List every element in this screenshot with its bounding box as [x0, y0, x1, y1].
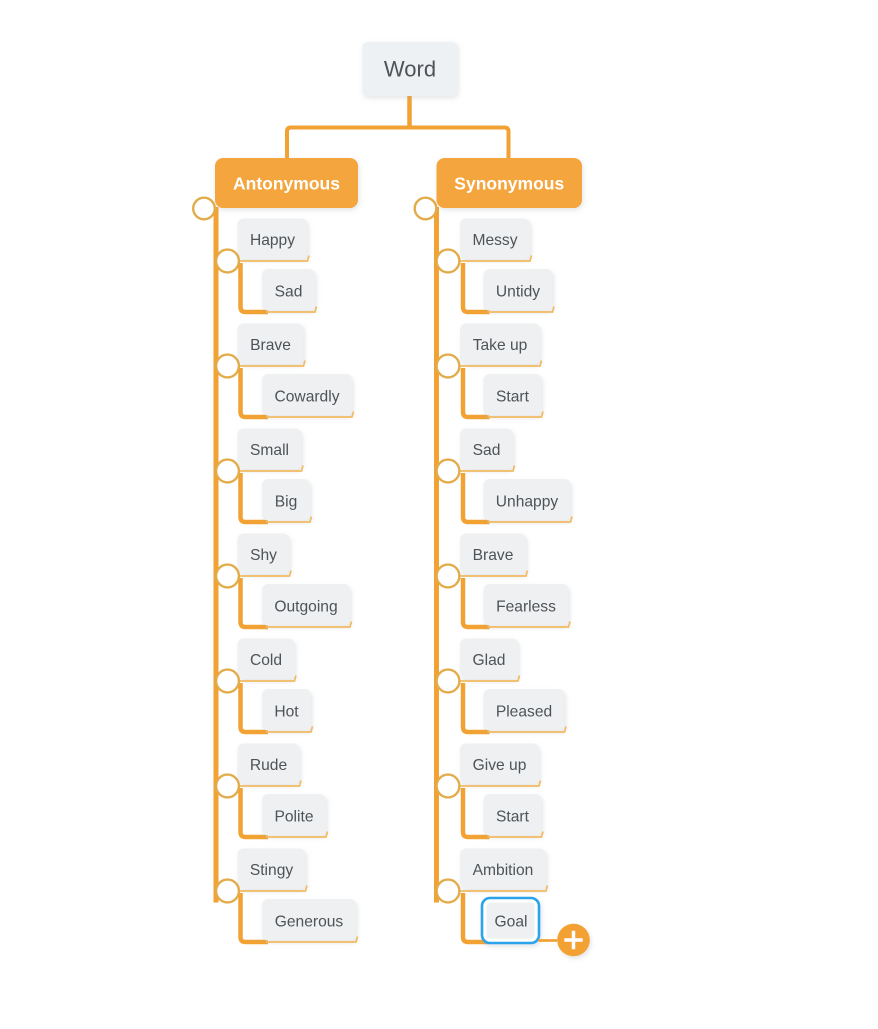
svg-text:Word: Word — [384, 57, 436, 82]
svg-text:Goal: Goal — [495, 913, 528, 930]
svg-text:Unhappy: Unhappy — [496, 493, 559, 510]
svg-text:Start: Start — [496, 808, 530, 825]
svg-text:Generous: Generous — [275, 913, 344, 930]
svg-text:Outgoing: Outgoing — [274, 598, 337, 615]
svg-text:Stingy: Stingy — [250, 862, 294, 879]
svg-text:Brave: Brave — [473, 547, 514, 564]
svg-text:Give up: Give up — [473, 757, 527, 774]
svg-text:Sad: Sad — [275, 283, 303, 300]
svg-text:Fearless: Fearless — [496, 598, 556, 615]
svg-text:Untidy: Untidy — [496, 283, 540, 300]
svg-text:Brave: Brave — [250, 337, 291, 354]
svg-text:Ambition: Ambition — [473, 862, 534, 879]
svg-text:Glad: Glad — [473, 652, 506, 669]
svg-text:Start: Start — [496, 388, 530, 405]
svg-text:Rude: Rude — [250, 757, 287, 774]
svg-text:Synonymous: Synonymous — [454, 174, 564, 194]
svg-text:Take up: Take up — [473, 337, 528, 354]
svg-text:Polite: Polite — [274, 808, 313, 825]
svg-text:Cold: Cold — [250, 652, 282, 669]
svg-text:Happy: Happy — [250, 232, 295, 249]
svg-text:Cowardly: Cowardly — [275, 388, 340, 405]
svg-text:Pleased: Pleased — [496, 703, 552, 720]
svg-text:Shy: Shy — [250, 547, 277, 564]
svg-text:Small: Small — [250, 442, 289, 459]
svg-text:Sad: Sad — [473, 442, 501, 459]
svg-text:Messy: Messy — [472, 232, 517, 249]
svg-text:Hot: Hot — [274, 703, 299, 720]
svg-text:Big: Big — [275, 493, 298, 510]
svg-text:Antonymous: Antonymous — [233, 174, 340, 194]
